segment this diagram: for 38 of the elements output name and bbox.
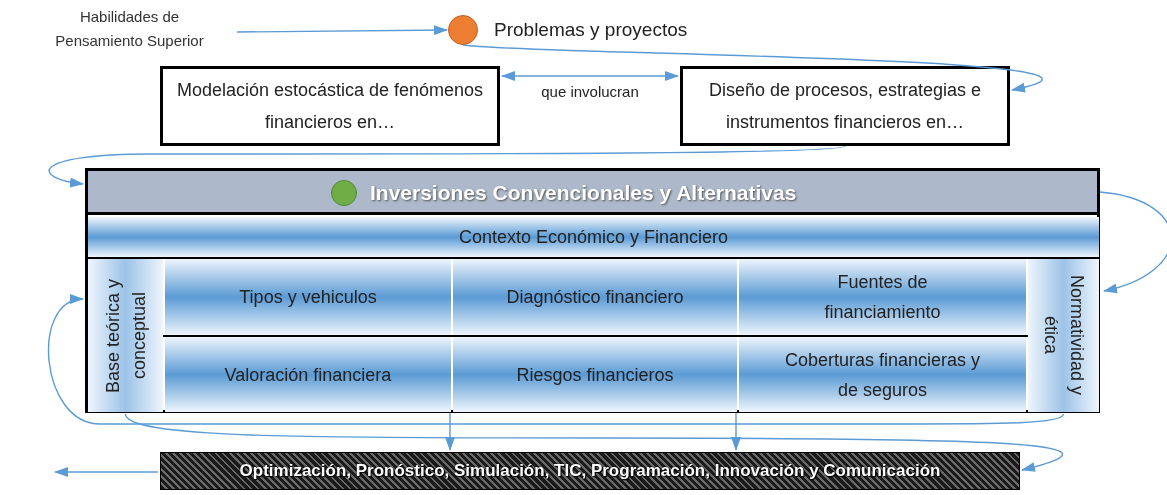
node-text: Diseño de procesos, estrategias e instrumentos financieros en… (707, 79, 983, 134)
node-text: Diagnóstico financiero (506, 286, 684, 309)
topic-cell (165, 259, 451, 335)
topic-cell (739, 337, 1026, 412)
arrow (445, 412, 455, 451)
arrow (501, 71, 679, 81)
node-text: Fuentes de financiamiento (823, 271, 942, 324)
topic-cell (453, 259, 737, 335)
node-text: Base teórica y conceptual (101, 277, 150, 395)
node-text: Habilidades de Pensamiento Superior (54, 7, 205, 51)
arrow (731, 412, 741, 451)
context-band (88, 217, 1099, 257)
node-text: Tipos y vehiculos (239, 286, 377, 309)
topic-cell (453, 337, 737, 412)
node-text: Optimización, Pronóstico, Simulación, TIC, Programación, Innovación y Comunicación (239, 460, 941, 483)
side-band (88, 259, 163, 412)
arrow (462, 44, 1041, 92)
circle-caption: Problemas y proyectos (494, 18, 688, 42)
panel-title: Inversiones Convencionales y Alternativas (370, 180, 797, 206)
topic-cell (739, 259, 1026, 335)
arrow (54, 467, 159, 477)
skills-bar (160, 452, 1020, 490)
arrow (1099, 191, 1167, 293)
topic-cell (165, 337, 451, 412)
arrow (48, 145, 846, 187)
node-text: Valoración financiera (224, 363, 392, 387)
side-band (1028, 259, 1099, 412)
node-text: Normatividad y ética (1039, 274, 1088, 398)
arrow (124, 413, 1063, 472)
concept-box (680, 66, 1010, 146)
arrow (47, 296, 1065, 425)
node-text: Contexto Económico y Financiero (458, 225, 729, 249)
main-panel (85, 168, 1100, 413)
concept-box (160, 66, 500, 146)
node-text: Coberturas financieras y de seguros (783, 348, 982, 402)
arrow (236, 25, 448, 36)
node-text: Modelación estocástica de fenómenos financieros en… (175, 79, 485, 134)
node-text: Riesgos financieros (516, 363, 674, 387)
